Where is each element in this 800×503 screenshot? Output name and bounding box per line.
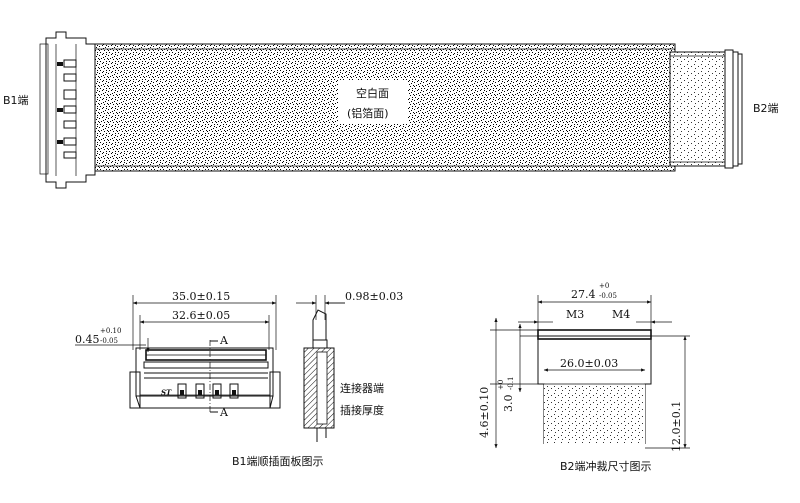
label-b2: B2端 bbox=[753, 102, 779, 115]
dim-left-inner: 3.0 bbox=[502, 395, 515, 413]
logo-mark: ST bbox=[161, 388, 172, 397]
dim-left-inner-lower: -0.1 bbox=[507, 377, 515, 391]
center-note-line2: (铝箔面) bbox=[347, 106, 389, 120]
dim-inner-width-b2: 26.0±0.03 bbox=[560, 357, 618, 370]
caption-b1: B1端顺插面板图示 bbox=[232, 454, 324, 468]
dim-top-width-lower: -0.05 bbox=[599, 292, 617, 300]
dim-left-outer: 4.6±0.10 bbox=[478, 387, 491, 438]
b1-connector bbox=[39, 31, 96, 189]
dim-thickness: 0.98±0.03 bbox=[345, 290, 403, 303]
b2-punch-view: 27.4 +0 -0.05 M3 M4 26.0±0.03 4.6±0.10 3… bbox=[478, 282, 690, 473]
section-note-line2: 插接厚度 bbox=[340, 403, 384, 417]
b1-panel-view: 35.0±0.15 32.6±0.05 0.45 +0.10 -0.05 ST bbox=[75, 290, 324, 468]
center-note-line1: 空白面 bbox=[356, 86, 389, 100]
dim-top-width-upper: +0 bbox=[599, 282, 609, 290]
section-note-line1: 连接器端 bbox=[340, 382, 384, 395]
section-view: 0.98±0.03 连接器端 插接厚度 bbox=[296, 290, 403, 442]
dim-top-width: 27.4 bbox=[571, 288, 596, 301]
dim-left-inner-upper: +0 bbox=[497, 380, 505, 390]
dim-outer-width: 35.0±0.15 bbox=[172, 290, 230, 303]
label-m4: M4 bbox=[612, 308, 630, 321]
top-cable-view: B1端 B2端 空白面 (铝箔面) bbox=[3, 31, 779, 189]
b2-end bbox=[669, 49, 743, 169]
section-mark-top: A bbox=[219, 334, 229, 347]
dim-right-height: 12.0±0.1 bbox=[670, 401, 683, 452]
dim-inner-width: 32.6±0.05 bbox=[172, 309, 230, 322]
caption-b2: B2端冲裁尺寸图示 bbox=[560, 459, 652, 473]
dim-edge-gap-lower: -0.05 bbox=[100, 337, 118, 345]
dim-edge-gap: 0.45 bbox=[75, 333, 100, 346]
section-mark-bottom: A bbox=[219, 406, 229, 419]
dim-edge-gap-upper: +0.10 bbox=[100, 327, 121, 335]
label-b1: B1端 bbox=[3, 94, 29, 107]
label-m3: M3 bbox=[566, 308, 584, 321]
